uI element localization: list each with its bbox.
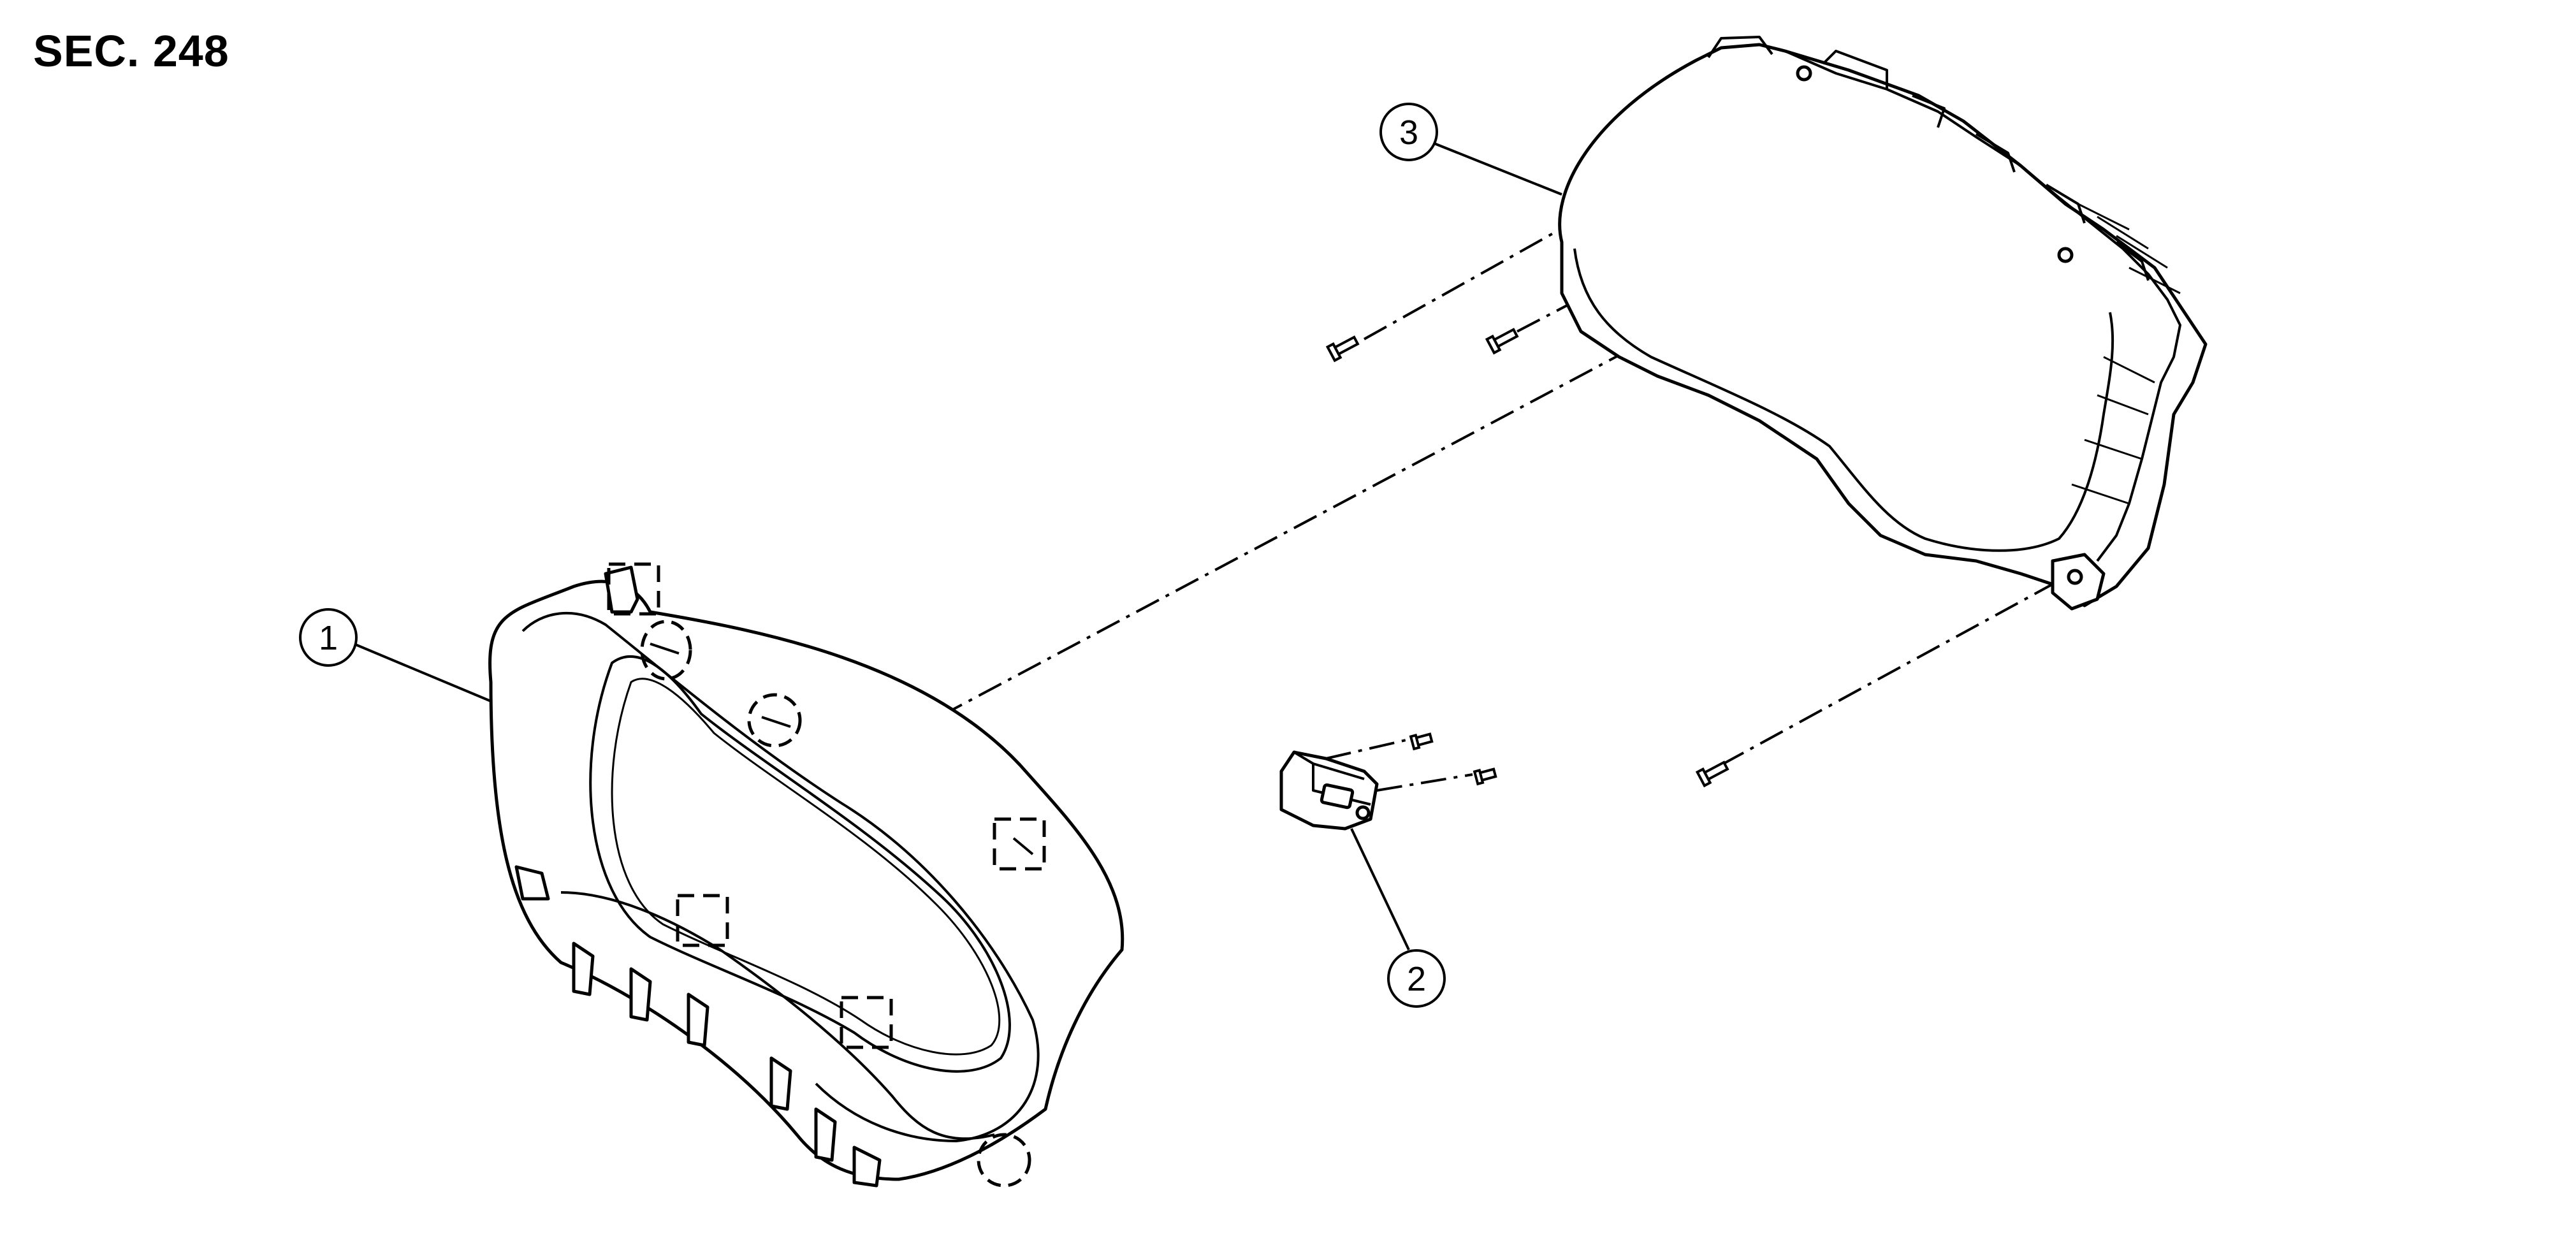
callout-1-leader xyxy=(353,643,491,702)
callout-1: 1 xyxy=(299,608,491,702)
callout-3: 3 xyxy=(1379,103,1562,196)
part-2-switch xyxy=(1279,750,1379,831)
housing-screw-hole-top xyxy=(1796,65,1812,82)
switch-button xyxy=(1320,783,1355,810)
finisher-outer-shell xyxy=(488,579,1124,1181)
guide-line-switch-b xyxy=(1376,773,1473,792)
housing-top-bracket xyxy=(1707,36,2150,281)
finisher-outer-rim xyxy=(521,611,1040,1142)
finisher-top-bracket xyxy=(604,565,639,614)
housing-inner-face xyxy=(1573,248,2114,552)
screw-icon xyxy=(1695,760,1729,788)
callout-2-circle xyxy=(1387,949,1446,1008)
finisher-clip-tabs xyxy=(572,942,882,1188)
callout-2: 2 xyxy=(1350,828,1446,1008)
clip-detail xyxy=(650,643,1034,855)
housing-side-ribs xyxy=(2071,203,2181,505)
screw-icon xyxy=(1325,335,1360,363)
section-label: SEC. 248 xyxy=(33,26,229,76)
clip-marker-circle xyxy=(640,620,1031,1188)
finisher-lower-ledge xyxy=(560,891,995,1140)
housing-screw-hole-side xyxy=(2057,247,2074,263)
part-3-combination-meter-housing xyxy=(1558,36,2208,611)
finisher-side-tab xyxy=(514,865,550,901)
screw-icon xyxy=(1473,767,1497,786)
housing-screw-hole-bottom xyxy=(2067,569,2083,585)
callout-3-circle xyxy=(1379,103,1438,161)
screw-icon xyxy=(1485,328,1519,355)
switch-mount-hole xyxy=(1355,805,1371,820)
callout-1-number: 1 xyxy=(319,619,338,657)
callout-1-circle xyxy=(299,608,358,667)
callout-2-number: 2 xyxy=(1407,960,1426,998)
callout-3-leader xyxy=(1434,142,1562,196)
guide-line-screw-c xyxy=(1721,572,2072,766)
screws xyxy=(1325,328,1729,788)
screw-icon xyxy=(1409,732,1434,751)
callout-3-number: 3 xyxy=(1399,113,1418,152)
housing-outer-shell xyxy=(1558,43,2208,607)
part-1-meter-finisher xyxy=(488,565,1124,1188)
finisher-lens-opening xyxy=(589,655,1011,1073)
guide-line-switch-a xyxy=(1325,738,1409,760)
clip-markers xyxy=(607,562,1046,1188)
callout-2-leader xyxy=(1350,828,1410,950)
